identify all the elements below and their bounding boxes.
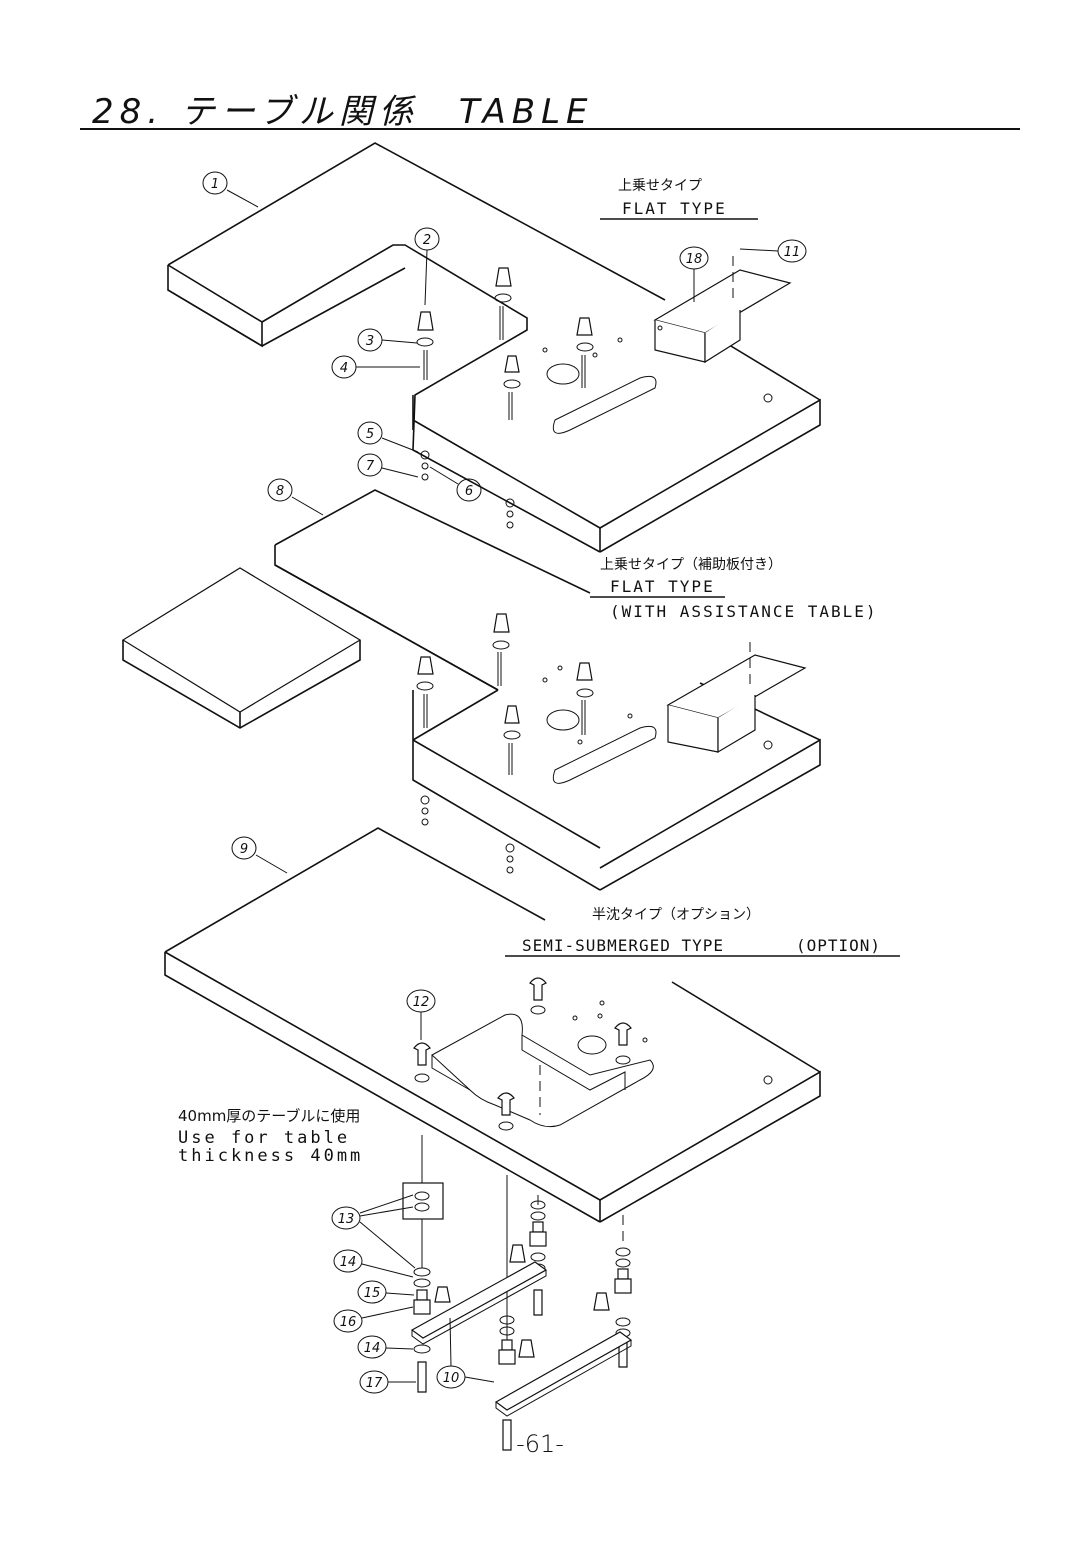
section-labels: 上乗せタイプ FLAT TYPE 上乗せタイプ（補助板付き） FLAT TYPE… [178, 178, 900, 1166]
semi-submerged-legs [410, 1244, 633, 1417]
svg-text:9: 9 [240, 842, 248, 857]
note-jp: 40mm厚のテーブルに使用 [178, 1107, 360, 1125]
flat-assist-jp-label: 上乗せタイプ（補助板付き） [600, 557, 782, 573]
svg-text:14: 14 [364, 1341, 381, 1356]
callout-13: 13 [331, 1194, 416, 1269]
callout-6: 6 [429, 466, 482, 502]
flat-type-jp-label: 上乗せタイプ [618, 178, 702, 194]
callout-14b: 14 [357, 1335, 414, 1359]
semi-type-option-label: (OPTION) [796, 936, 881, 955]
svg-text:11: 11 [784, 245, 801, 260]
callout-18: 18 [679, 246, 709, 302]
svg-text:8: 8 [276, 484, 284, 499]
svg-text:14: 14 [340, 1255, 357, 1270]
flat-assist-table [121, 489, 821, 891]
semi-submerged-hardware-stack [402, 1135, 632, 1451]
semi-submerged-pins [413, 977, 632, 1131]
callout-5: 5 [357, 421, 419, 453]
svg-text:13: 13 [338, 1212, 355, 1227]
callout-1: 1 [202, 171, 259, 208]
callout-7: 7 [357, 453, 419, 478]
callout-2: 2 [414, 227, 440, 306]
flat-assist-bracket [666, 642, 807, 754]
svg-text:10: 10 [443, 1371, 460, 1386]
svg-text:15: 15 [364, 1286, 381, 1301]
note-en-line2: thickness 40mm [178, 1146, 363, 1166]
svg-text:16: 16 [340, 1315, 357, 1330]
svg-text:6: 6 [465, 484, 473, 499]
flat-type-en-label: FLAT TYPE [622, 199, 727, 218]
callout-12: 12 [406, 989, 436, 1040]
svg-text:7: 7 [366, 459, 375, 474]
semi-submerged-table [164, 827, 821, 1223]
callout-3: 3 [357, 328, 418, 352]
semi-type-jp-label: 半沈タイプ（オプション） [592, 907, 760, 923]
callout-9: 9 [231, 836, 288, 874]
flat-type-bracket [653, 256, 792, 364]
svg-text:1: 1 [211, 177, 219, 192]
callout-14a: 14 [333, 1249, 414, 1278]
svg-text:5: 5 [366, 427, 374, 442]
title-divider [80, 128, 1020, 130]
flat-assist-en2-label: (WITH ASSISTANCE TABLE) [610, 602, 878, 621]
callouts: 1 2 3 4 5 6 7 8 9 10 11 12 13 14 14 15 1… [202, 171, 807, 1394]
flat-assist-en-label: FLAT TYPE [610, 577, 715, 596]
page-title: 28. テーブル関係 TABLE [92, 92, 594, 132]
callout-8: 8 [267, 478, 324, 516]
callout-4: 4 [331, 355, 420, 379]
svg-text:3: 3 [366, 334, 374, 349]
callout-10: 10 [436, 1317, 495, 1389]
svg-text:4: 4 [340, 361, 348, 376]
semi-type-en-label: SEMI-SUBMERGED TYPE [522, 936, 724, 955]
svg-text:17: 17 [366, 1376, 383, 1391]
page-number: -61- [516, 1430, 564, 1458]
callout-17: 17 [359, 1370, 416, 1394]
note-en-line1: Use for table [178, 1128, 350, 1148]
flat-type-cone-supports [416, 267, 594, 529]
flat-type-table [167, 142, 821, 553]
callout-11: 11 [739, 239, 807, 263]
flat-assist-cone-supports [416, 613, 594, 874]
callout-16: 16 [333, 1306, 414, 1333]
svg-text:18: 18 [686, 252, 703, 267]
callout-15: 15 [357, 1280, 415, 1304]
svg-text:12: 12 [413, 995, 430, 1010]
svg-text:2: 2 [423, 233, 431, 248]
